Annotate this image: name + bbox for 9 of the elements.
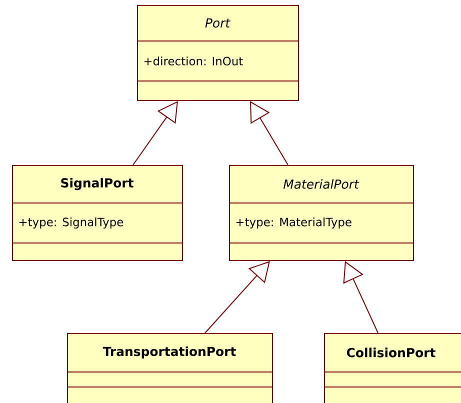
class-box: SignalPort +type: SignalType	[12, 165, 183, 261]
class-box: TransportationPort	[66, 333, 273, 403]
class-box: MaterialPort +type: MaterialType	[228, 165, 414, 261]
class-box: CollisionPort	[324, 333, 461, 403]
class-box: Port +direction: InOut	[136, 5, 299, 101]
inheritance-arrow	[132, 101, 178, 166]
inheritance-arrow	[204, 261, 270, 334]
inheritance-arrow	[250, 101, 288, 166]
inheritance-arrow	[343, 261, 378, 334]
